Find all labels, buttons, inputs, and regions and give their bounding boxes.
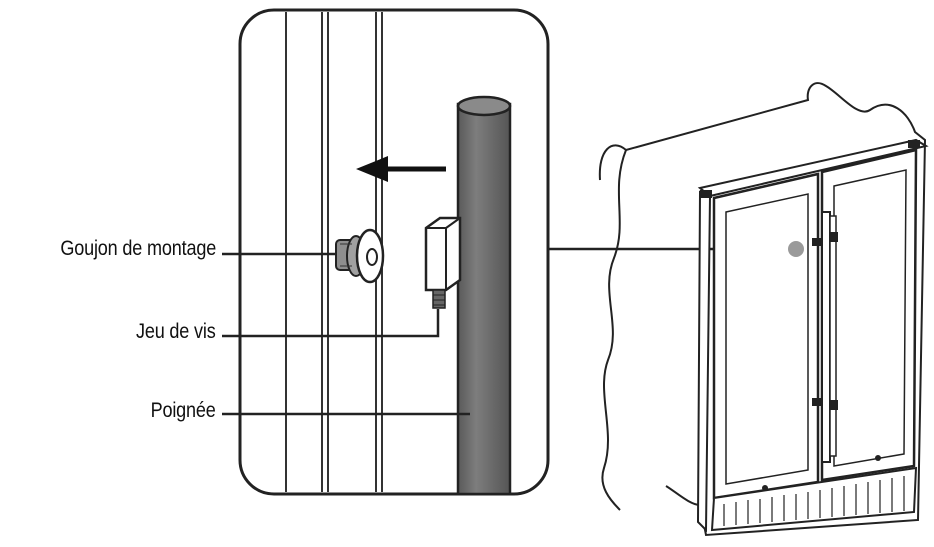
handle-bracket bbox=[424, 216, 462, 292]
appliance-drawing bbox=[598, 82, 929, 537]
torn-edge bbox=[601, 149, 627, 511]
detail-panel bbox=[238, 8, 550, 496]
callout-poignee-label: Poignée bbox=[150, 399, 216, 422]
location-marker bbox=[788, 241, 804, 257]
handle-bar bbox=[456, 95, 512, 496]
callout-vis-label: Jeu de vis bbox=[136, 320, 216, 343]
callout-goujon-label: Goujon de montage bbox=[60, 237, 216, 260]
bottom-grille bbox=[710, 466, 918, 532]
set-screw-icon bbox=[432, 289, 446, 309]
leader-vis bbox=[222, 309, 440, 338]
direction-arrow-icon bbox=[356, 156, 446, 182]
mounting-stud-icon bbox=[335, 228, 385, 284]
left-door bbox=[712, 172, 820, 500]
